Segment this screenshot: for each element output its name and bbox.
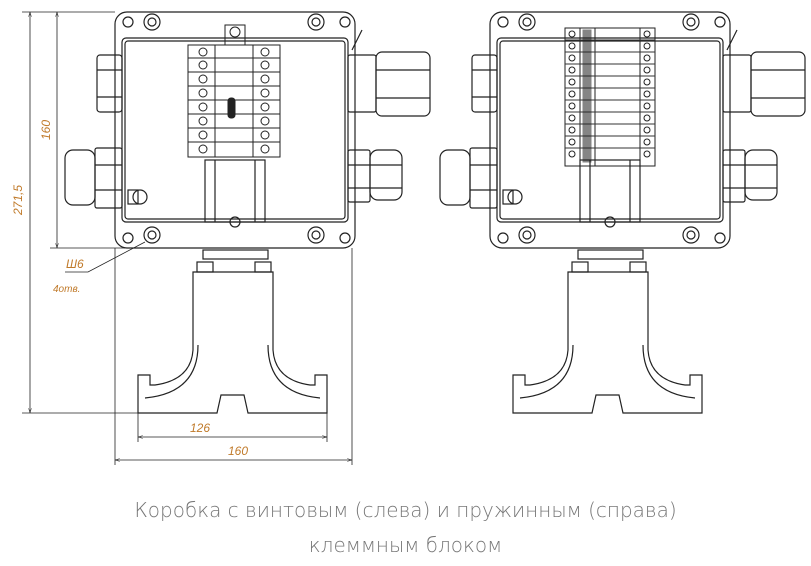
- spring-terminal-block: [564, 27, 656, 167]
- screw-terminal-box: [64, 11, 431, 414]
- caption-line-1: Коробка с винтовым (слева) и пружинным (…: [134, 498, 677, 522]
- dim-total-height: 271,5: [11, 185, 25, 216]
- caption-line-2: клеммным блоком: [308, 533, 503, 557]
- spring-terminal-box: [439, 11, 806, 414]
- dimension-lines: [22, 12, 352, 465]
- screw-terminal-block: [187, 24, 281, 158]
- dim-hole-count: 4отв.: [53, 284, 80, 295]
- dim-hole-size: Ш6: [66, 257, 84, 271]
- dim-base-width: 126: [190, 421, 210, 435]
- dim-box-height: 160: [39, 120, 53, 140]
- dim-box-width: 160: [228, 444, 248, 458]
